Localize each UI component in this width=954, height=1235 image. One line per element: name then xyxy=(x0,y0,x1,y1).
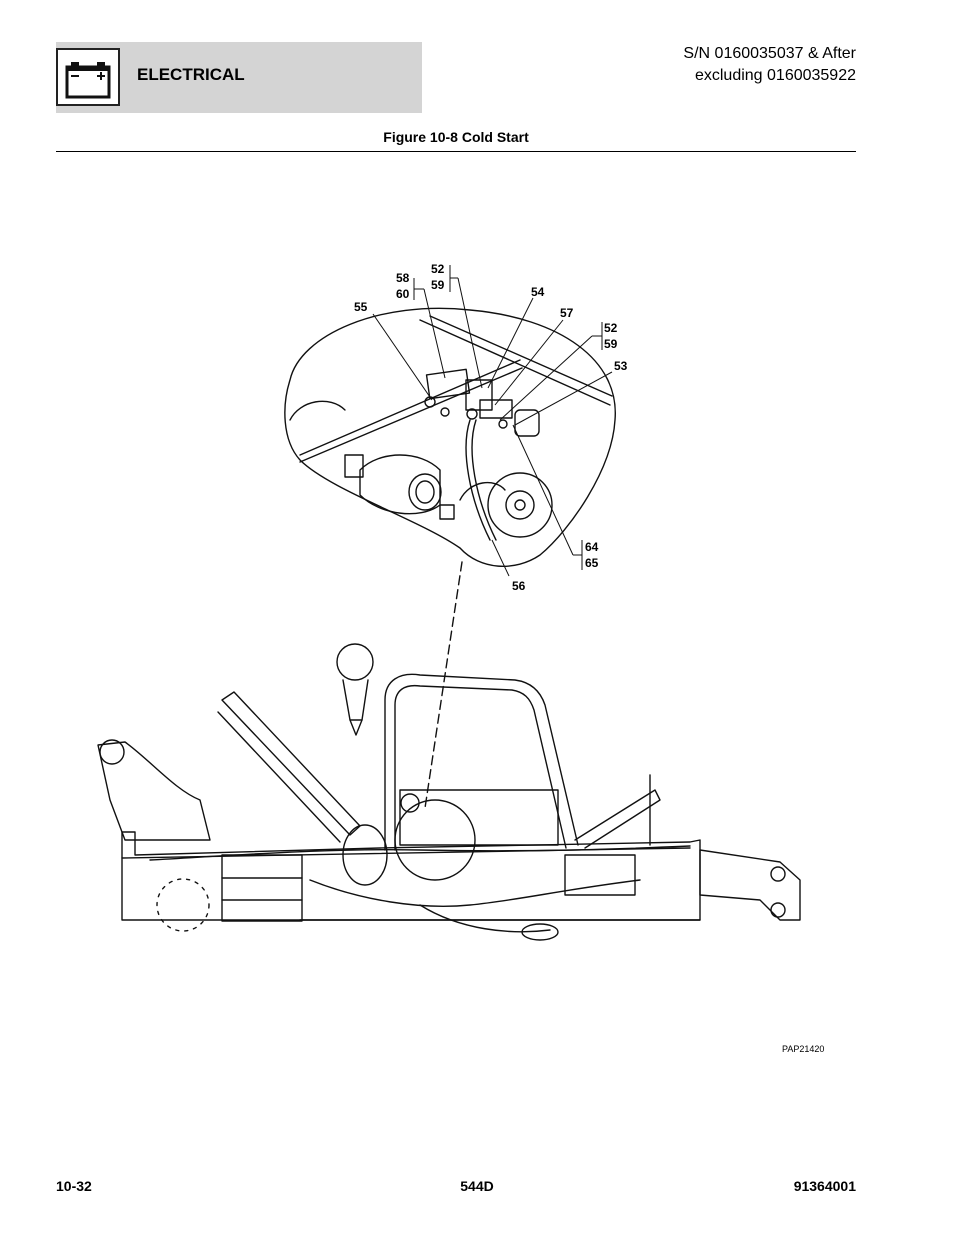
callout-59: 59 xyxy=(431,278,445,292)
serial-line-2: excluding 0160035922 xyxy=(694,67,856,84)
serial-range: S/N 0160035037 & After excluding 0160035… xyxy=(683,43,856,87)
callout-53: 53 xyxy=(614,359,628,373)
battery-icon xyxy=(56,48,120,106)
section-title: ELECTRICAL xyxy=(137,65,245,84)
page-number: 10-32 xyxy=(56,1178,92,1194)
header-rule xyxy=(56,151,856,152)
callout-64: 64 xyxy=(585,540,599,554)
detail-view-outline xyxy=(284,307,616,567)
document-number: 91364001 xyxy=(793,1178,856,1194)
callout-58: 58 xyxy=(396,271,410,285)
serial-line-1: S/N 0160035037 & After xyxy=(683,45,856,62)
model-number: 544D xyxy=(460,1178,494,1194)
callout-65: 65 xyxy=(585,556,599,570)
callout-59-right: 59 xyxy=(604,337,618,351)
callout-57: 57 xyxy=(560,306,574,320)
figure-title: Figure 10-8 Cold Start xyxy=(383,129,529,145)
callout-55: 55 xyxy=(354,300,368,314)
illustration-code: PAP21420 xyxy=(782,1044,825,1054)
callout-labels: 58 60 52 59 55 54 57 52 59 53 64 65 56 xyxy=(354,262,628,593)
leader-lines xyxy=(372,265,613,577)
callout-52: 52 xyxy=(431,262,445,276)
callout-60: 60 xyxy=(396,287,410,301)
callout-54: 54 xyxy=(531,285,545,299)
rops-cage xyxy=(384,673,579,851)
callout-52-right: 52 xyxy=(604,321,618,335)
callout-56: 56 xyxy=(512,579,526,593)
